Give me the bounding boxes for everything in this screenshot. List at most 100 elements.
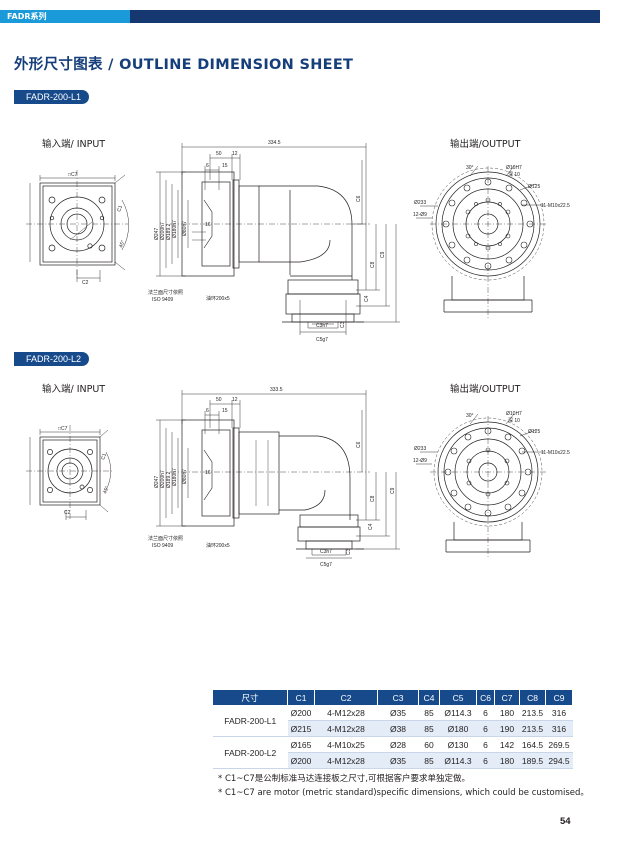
label-holes-l1: 12-Ø9 [413,212,427,218]
label-c8-l1: C8 [370,261,376,268]
model-cell: FADR-200-L2 [213,736,288,769]
table-cell: 4-M12x28 [314,705,378,721]
label-c1-l2: C1 [100,452,108,460]
table-header-cell: C5 [439,690,477,705]
table-row: Ø200 4-M12x28 Ø35 85 Ø114.3 6 180 189.5 … [213,752,573,769]
label-phi233-l1: Ø233 [414,200,426,206]
label-holes-l2: 12-Ø9 [413,458,427,464]
label-c1-l1: C1 [116,204,124,212]
side-view-l1 [156,143,400,335]
footnote-en: * C1~C7 are motor (metric standard)speci… [218,788,589,798]
header-bar-dark [130,10,600,23]
side-view-l2 [156,390,400,559]
table-cell: Ø38 [377,720,419,737]
label-c2-l1: C2 [82,280,89,286]
label-6-l1: 6 [206,163,209,169]
header-bar-light [0,10,130,23]
bolt-circle-l1 [431,167,545,281]
table-header-cell: C1 [287,690,315,705]
label-c3-l1: C3 [340,321,346,328]
table-header-cell: C2 [314,690,378,705]
label-c4-l1: C4 [364,295,370,302]
label-c7box-l2: □C7 [58,426,68,432]
table-cell: 6 [476,705,495,721]
series-label: FADR系列 [7,12,47,21]
label-phi10-l1: Ø10H7 [506,165,522,171]
label-c5g7-l1: C5g7 [316,337,328,343]
output-label-l2: 输出端/OUTPUT [450,384,521,395]
output-label-l1: 输出端/OUTPUT [450,139,521,150]
table-cell: 60 [418,736,440,753]
table-header-cell: C9 [545,690,573,705]
input-view-l2 [26,425,112,520]
table-row: Ø215 4-M12x28 Ø38 85 Ø180 6 190 213.5 31… [213,720,573,737]
label-phi10-l2: Ø10H7 [506,411,522,417]
table-cell: Ø35 [377,705,419,721]
table-cell: 294.5 [545,752,573,769]
input-view-l1 [26,170,129,282]
label-phi247-l1: Ø247 [154,228,160,240]
label-c6-l2: C6 [356,441,362,448]
table-cell: Ø35 [377,752,419,769]
label-phi80-l1: Ø80h7 [182,221,188,236]
output-bolt-holes-l2 [444,427,532,517]
label-15-l1: 15 [222,163,228,169]
label-30-l2: 30° [466,413,474,419]
label-phi247-l2: Ø247 [154,476,160,488]
input-label-l2: 输入端/ INPUT [42,384,106,395]
table-header-cell: C7 [494,690,520,705]
table-cell: Ø215 [287,720,315,737]
label-c4-l2: C4 [368,523,374,530]
label-phi125-l1: Ø125 [528,184,540,190]
table-cell: 189.5 [519,752,546,769]
table-cell: 213.5 [519,720,546,737]
table-cell: 142 [494,736,520,753]
table-cell: Ø165 [287,736,315,753]
label-flange-note1-l2: 法兰面尺寸依照 [148,535,183,542]
label-6-l2: 6 [206,408,209,414]
label-phi125-l2: Ø125 [528,429,540,435]
label-oring-l1: 油环200x5 [206,295,230,302]
table-header-cell: C4 [418,690,440,705]
table-cell: 180 [494,752,520,769]
model-cell: FADR-200-L1 [213,705,288,737]
label-c9-l1: C9 [380,251,386,258]
table-cell: 85 [418,720,440,737]
output-bolt-holes-l1 [442,178,534,270]
label-depth-l1: 深 10 [508,171,520,178]
label-c7box-l1: □C7 [68,172,78,178]
table-cell: 85 [418,705,440,721]
table-header-cell: C3 [377,690,419,705]
output-view-l2 [416,413,546,558]
table-cell: 190 [494,720,520,737]
table-header-cell: 尺寸 [213,690,288,705]
label-c3-l2: C3 [346,548,352,555]
table-cell: 6 [476,736,495,753]
label-overall-l2: 333.5 [270,387,283,393]
page-number: 54 [560,816,571,827]
label-16-l1: 16 [205,222,211,228]
table-cell: Ø200 [287,752,315,769]
label-phi233-l2: Ø233 [414,446,426,452]
table-cell: 4-M10x25 [314,736,378,753]
label-45-l2: 45° [102,486,110,495]
label-phi189-l1: Ø189.2 [166,223,172,240]
table-row: FADR-200-L2 Ø165 4-M10x25 Ø28 60 Ø130 6 … [213,736,573,769]
label-phi80-l2: Ø80h7 [182,469,188,484]
label-thread-l2: 11-M10x22.5 [541,450,570,456]
label-flange-note2-l1: ISO 9409 [152,297,173,303]
table-cell: Ø180 [439,720,477,737]
label-phi200-l2: Ø200h7 [160,470,166,488]
table-cell: 4-M12x28 [314,752,378,769]
footnote-cn: * C1~C7是公制标准马达连接板之尺寸,可根据客户要求单独定做。 [218,774,470,784]
label-50-l1: 50 [216,151,222,157]
label-45-l1: 45° [118,240,126,249]
table-cell: Ø28 [377,736,419,753]
table-cell: Ø114.3 [439,705,477,721]
label-c8-l2: C8 [370,495,376,502]
dimension-table: 尺寸 C1 C2 C3 C4 C5 C6 C7 C8 C9 FADR-200-L… [213,690,573,769]
label-c3h7-l2: C3h7 [320,549,332,555]
label-overall-l1: 334.5 [268,140,281,146]
table-header-row: 尺寸 C1 C2 C3 C4 C5 C6 C7 C8 C9 [213,690,573,705]
